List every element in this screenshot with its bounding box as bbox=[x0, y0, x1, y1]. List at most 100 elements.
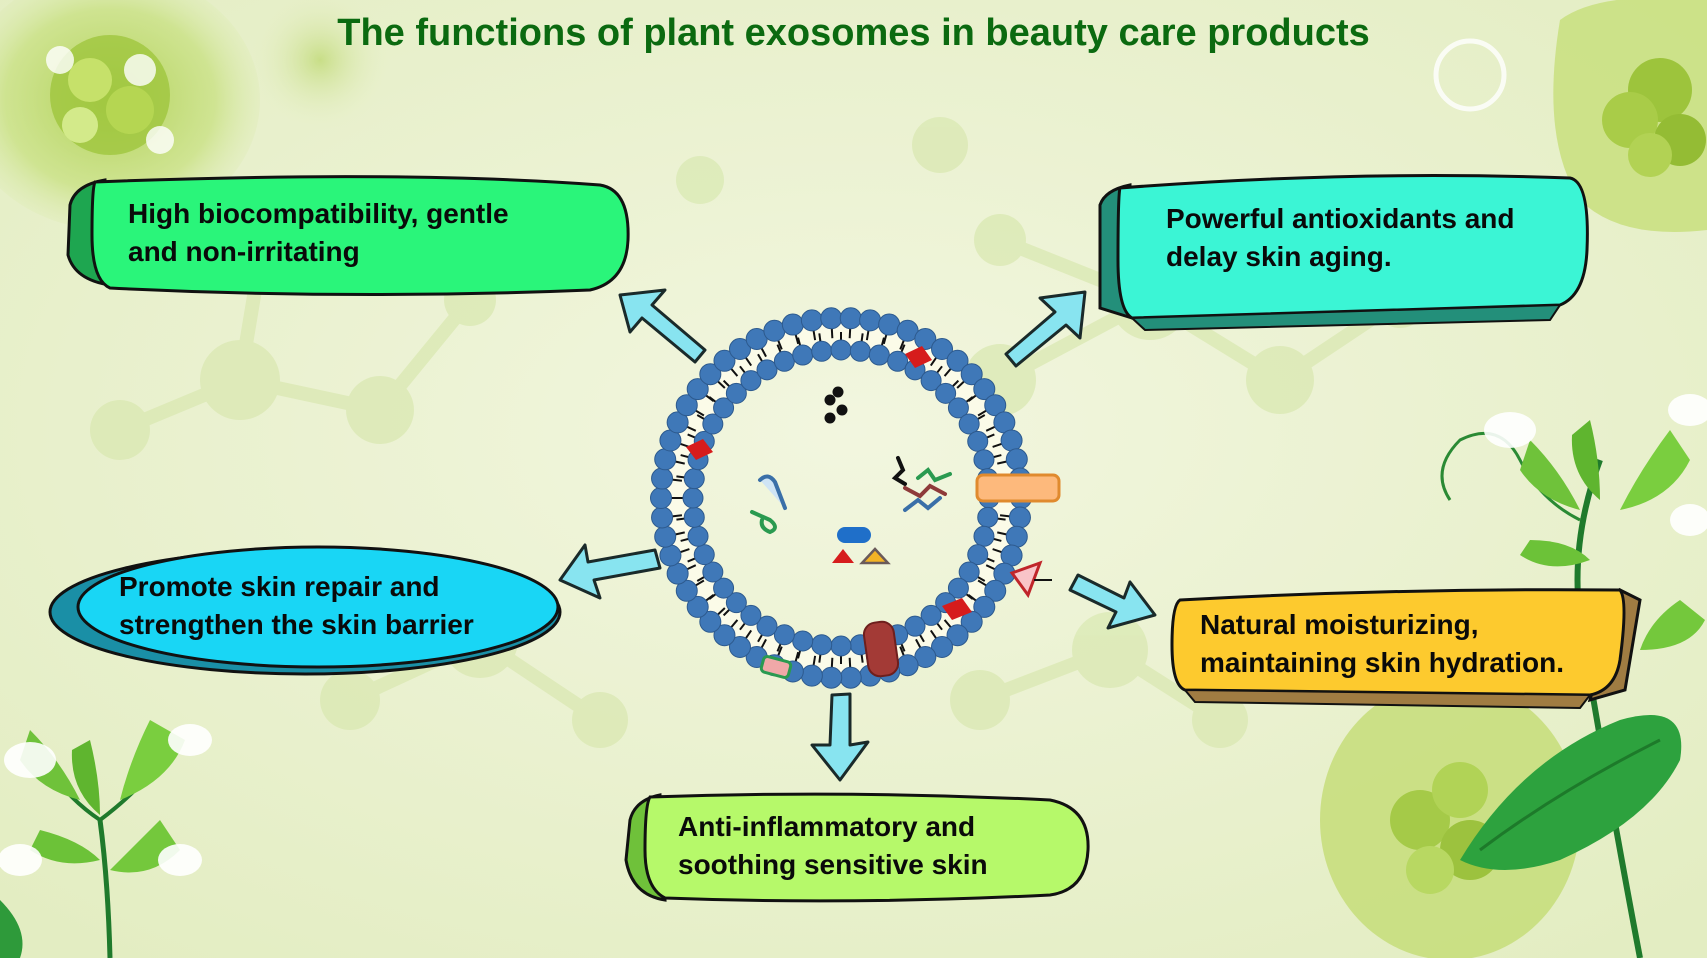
cargo-triangle-red bbox=[832, 549, 854, 563]
lipid-head bbox=[868, 344, 890, 366]
lipid-head bbox=[984, 394, 1007, 417]
function-label-biocompatibility: High biocompatibility, gentle and non-ir… bbox=[128, 195, 509, 271]
function-label-anti-inflammatory: Anti-inflammatory and soothing sensitive… bbox=[678, 808, 988, 884]
lipid-head bbox=[682, 487, 704, 509]
protein-cargo-blue bbox=[758, 474, 787, 510]
lipid-head bbox=[947, 397, 969, 419]
lipid-head bbox=[683, 506, 705, 528]
lipid-head bbox=[725, 382, 747, 404]
label-line-1: Promote skin repair and bbox=[119, 571, 440, 602]
function-box-repair bbox=[48, 545, 562, 676]
cargo-triangle-yellow bbox=[859, 547, 891, 565]
rna-strand bbox=[903, 496, 942, 512]
lipid-head bbox=[687, 525, 709, 547]
arrows bbox=[558, 288, 1157, 782]
lipid-head bbox=[984, 579, 1007, 602]
lipid-head bbox=[839, 307, 862, 330]
lipid-head bbox=[792, 630, 814, 652]
lipid-head bbox=[675, 394, 698, 417]
label-line-2: strengthen the skin barrier bbox=[119, 609, 474, 640]
lipid-head bbox=[973, 378, 996, 401]
page-title: The functions of plant exosomes in beaut… bbox=[337, 12, 1370, 54]
lipid-head bbox=[756, 359, 778, 381]
lipid-head bbox=[920, 370, 942, 392]
lipid-head bbox=[947, 577, 969, 599]
lipid-head bbox=[1000, 429, 1023, 452]
function-label-repair: Promote skin repair and strengthen the s… bbox=[119, 568, 474, 644]
lipid-head bbox=[713, 577, 735, 599]
lipid-head bbox=[800, 309, 823, 332]
lipid-head bbox=[699, 363, 722, 386]
lipid-head bbox=[960, 610, 983, 633]
lipid-head bbox=[666, 411, 689, 434]
lipid-head bbox=[675, 579, 698, 602]
membrane-protein-diamond bbox=[905, 346, 932, 368]
lipid-head bbox=[781, 313, 804, 336]
lipid-head bbox=[699, 610, 722, 633]
lipid-head bbox=[773, 624, 795, 646]
label-line-2: delay skin aging. bbox=[1166, 241, 1392, 272]
arrow-down-icon bbox=[810, 692, 870, 782]
lipid-head bbox=[756, 615, 778, 637]
label-line-1: High biocompatibility, gentle bbox=[128, 198, 509, 229]
lipid-head bbox=[859, 309, 882, 332]
lipid-head bbox=[702, 561, 724, 583]
lipid-head bbox=[967, 544, 989, 566]
lipid-head bbox=[686, 378, 709, 401]
membrane-protein-diamond bbox=[686, 439, 713, 460]
membrane-protein-red bbox=[862, 620, 900, 678]
lipid-head bbox=[792, 344, 814, 366]
lipid-head bbox=[977, 506, 999, 528]
lipid-head bbox=[713, 397, 735, 419]
lipid-head bbox=[931, 635, 954, 658]
label-line-2: soothing sensitive skin bbox=[678, 849, 988, 880]
lipid-head bbox=[659, 544, 682, 567]
lipid-head bbox=[654, 525, 677, 548]
cell-bottom-right-decoration bbox=[1320, 680, 1580, 958]
lipid-head bbox=[811, 634, 833, 656]
lipid-head bbox=[946, 349, 969, 372]
lipid-head bbox=[811, 340, 833, 362]
lipid-head bbox=[683, 468, 705, 490]
arrow-left-icon bbox=[558, 543, 662, 600]
lipid-head bbox=[773, 350, 795, 372]
lipid-head bbox=[973, 595, 996, 618]
label-line-2: maintaining skin hydration. bbox=[1200, 647, 1565, 678]
lipid-head bbox=[839, 666, 862, 689]
lipid-head bbox=[896, 654, 919, 677]
membrane-protein-diamond bbox=[942, 598, 972, 620]
protein-cargo-green bbox=[750, 510, 777, 535]
rna-strand bbox=[891, 456, 907, 486]
membrane-protein-orange bbox=[975, 473, 1061, 503]
lipid-head bbox=[728, 635, 751, 658]
lipid-head bbox=[1005, 448, 1028, 471]
lipid-head bbox=[914, 327, 937, 350]
lipid-head bbox=[713, 624, 736, 647]
lipid-head bbox=[650, 487, 672, 509]
lipid-head bbox=[960, 363, 983, 386]
function-box-biocompatibility bbox=[66, 175, 630, 297]
lipid-head bbox=[946, 624, 969, 647]
cell-top-right-decoration bbox=[1433, 0, 1707, 232]
lipid-head bbox=[713, 349, 736, 372]
lipid-head bbox=[973, 525, 995, 547]
lipid-head bbox=[967, 430, 989, 452]
lipid-head bbox=[728, 338, 751, 361]
lipid-head bbox=[686, 595, 709, 618]
lipid-head bbox=[740, 370, 762, 392]
lipid-head bbox=[920, 604, 942, 626]
cargo-dot bbox=[824, 394, 836, 406]
surface-protein-pink bbox=[759, 655, 793, 679]
rna-strand bbox=[903, 483, 947, 499]
label-line-2: and non-irritating bbox=[128, 236, 360, 267]
function-box-anti-inflammatory bbox=[624, 792, 1090, 903]
lipid-head bbox=[887, 350, 909, 372]
function-label-moisturizing: Natural moisturizing, maintaining skin h… bbox=[1200, 606, 1564, 682]
lipid-head bbox=[693, 544, 715, 566]
lipid-head bbox=[830, 635, 852, 657]
label-line-1: Natural moisturizing, bbox=[1200, 609, 1479, 640]
lipid-head bbox=[820, 666, 843, 689]
function-label-antioxidant: Powerful antioxidants and delay skin agi… bbox=[1166, 200, 1514, 276]
lipid-head bbox=[651, 467, 674, 490]
exosome-vesicle bbox=[650, 307, 1061, 689]
